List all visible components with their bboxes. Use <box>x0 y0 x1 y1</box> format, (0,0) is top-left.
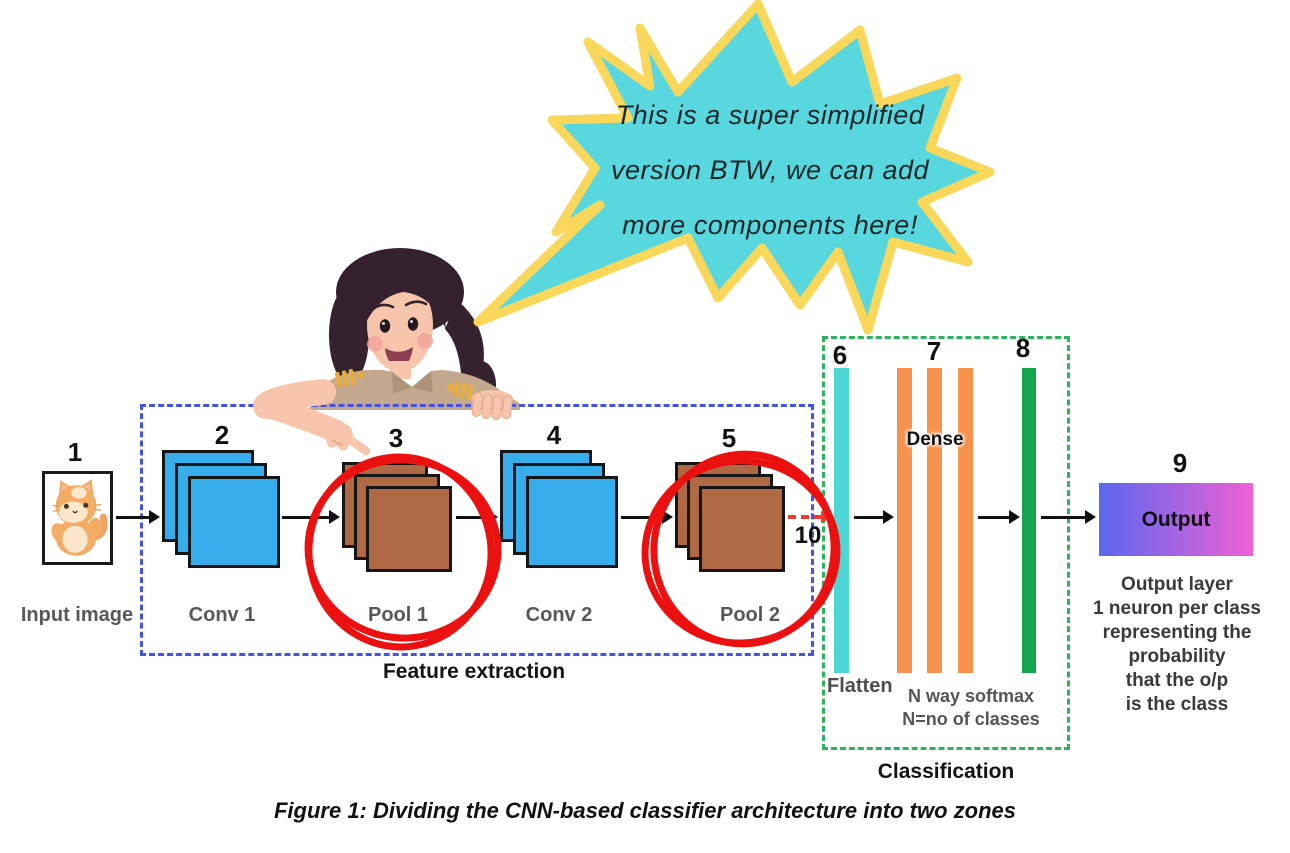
arrow-conv1-pool1 <box>282 510 340 524</box>
feature-extraction-label: Feature extraction <box>382 660 566 683</box>
output-label: Output <box>1141 507 1211 531</box>
arrow-pool1-conv2 <box>456 510 498 524</box>
output-description-line: is the class <box>1125 694 1229 715</box>
speech-bubble-line3: more components here! <box>622 210 918 240</box>
output-description-line: 1 neuron per class <box>1093 598 1261 619</box>
step-number-4: 4 <box>546 420 562 450</box>
pool2-label: Pool 2 <box>719 604 780 626</box>
step-number-10: 10 <box>794 522 822 549</box>
softmax-note-line1: N way softmax <box>907 686 1035 706</box>
input-image-box <box>42 471 113 565</box>
feature-map-layer <box>366 486 452 572</box>
skip-arrow <box>788 511 833 523</box>
speech-bubble-line2: version BTW, we can add <box>610 155 930 185</box>
feature-map-layer <box>188 476 280 568</box>
arrow-dense-softmax <box>978 510 1020 524</box>
flatten-bar <box>834 368 849 673</box>
step-number-9: 9 <box>1172 448 1188 478</box>
dense-bar-1 <box>897 368 912 673</box>
step-number-1: 1 <box>67 437 83 467</box>
feature-map-layer <box>699 486 785 572</box>
speech-bubble <box>473 0 995 335</box>
conv1-label: Conv 1 <box>188 604 256 626</box>
step-number-7: 7 <box>926 336 942 366</box>
dense-bar-3 <box>958 368 973 673</box>
step-number-3: 3 <box>388 423 404 453</box>
step-number-8: 8 <box>1015 333 1031 363</box>
output-description-line: that the o/p <box>1125 670 1229 691</box>
figure-caption: Figure 1: Dividing the CNN-based classif… <box>273 798 1017 823</box>
speech-bubble-line1: This is a super simplified <box>615 100 925 130</box>
output-description-line: representing the <box>1102 622 1252 643</box>
classification-label: Classification <box>877 760 1015 783</box>
input-label: Input image <box>20 604 134 626</box>
flatten-label: Flatten <box>827 675 893 697</box>
presenter-illustration <box>310 248 520 410</box>
presenter-pointing-hand <box>253 379 513 456</box>
conv2-label: Conv 2 <box>525 604 593 626</box>
arrow-conv2-pool2 <box>621 510 673 524</box>
pool1-stack <box>342 462 458 578</box>
feature-map-layer <box>526 476 618 568</box>
softmax-bar <box>1022 368 1036 673</box>
conv2-stack <box>500 450 624 574</box>
dense-label: Dense <box>906 429 964 450</box>
output-description-line: probability <box>1128 646 1226 667</box>
softmax-note-line2: N=no of classes <box>902 709 1040 729</box>
conv1-stack <box>162 450 286 574</box>
arrow-flatten-dense <box>854 510 894 524</box>
pool2-stack <box>675 462 791 578</box>
dense-bar-2 <box>927 368 942 673</box>
arrow-softmax-output <box>1041 510 1096 524</box>
pool1-label: Pool 1 <box>367 604 428 626</box>
output-description-line: Output layer <box>1121 574 1233 595</box>
output-box: Output <box>1099 483 1253 556</box>
cat-image <box>51 479 108 556</box>
step-number-2: 2 <box>214 420 230 450</box>
arrow-input-conv1 <box>116 510 160 524</box>
step-number-6: 6 <box>832 340 848 370</box>
step-number-5: 5 <box>721 423 737 453</box>
